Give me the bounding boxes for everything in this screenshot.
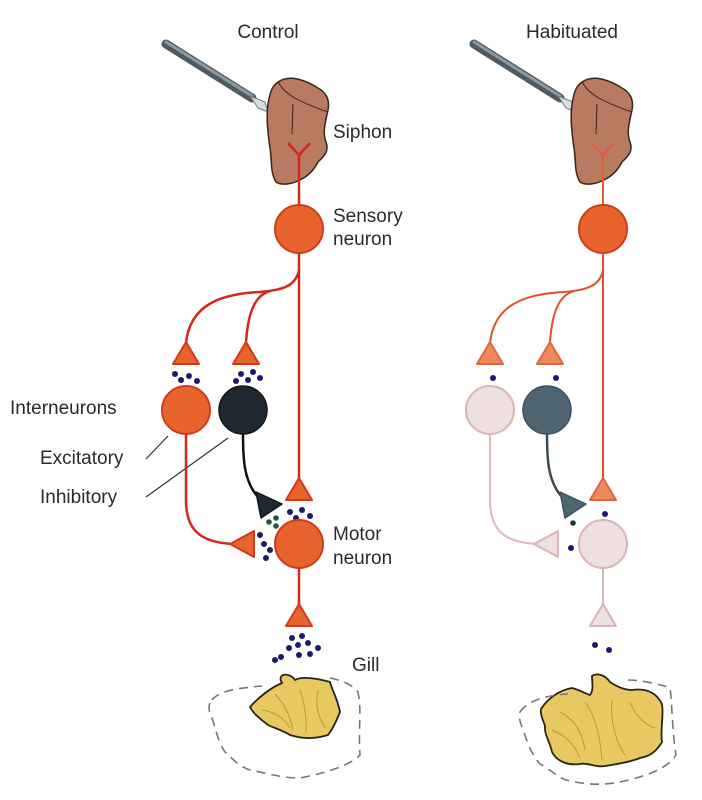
inhibitory-terminal (255, 491, 283, 519)
sensory-axon (184, 253, 301, 480)
gill-outline-dashed (518, 679, 677, 785)
interneurons-label: Interneurons (10, 398, 117, 419)
sensory-label-line1: Sensory (333, 206, 403, 227)
sensory-neuron (274, 204, 324, 254)
vesicles-inhibitory-synapse (266, 515, 279, 529)
inhibitory-axon (241, 433, 258, 497)
inhibitory-interneuron (522, 385, 572, 435)
motor-label-line1: Motor (333, 524, 382, 545)
motor-neuron (274, 519, 324, 569)
excitatory-axon (489, 434, 537, 545)
excitatory-leader-line (145, 435, 169, 460)
vesicles-excitatory (172, 371, 200, 384)
probe-icon (161, 39, 269, 113)
vesicles-inhibitory (233, 369, 263, 384)
motor-terminal (285, 603, 313, 627)
inhibitory-axon (545, 433, 562, 497)
sensory-axon (489, 253, 604, 480)
sensory-label-line2: neuron (333, 229, 392, 250)
vesicle (568, 545, 574, 551)
sensory-terminal-motor (285, 477, 313, 501)
sensory-dendrite (287, 142, 311, 205)
vesicles-motor-gill (272, 633, 321, 663)
excitatory-interneuron (161, 385, 211, 435)
gill-icon (539, 673, 664, 768)
inhibitory-terminal (559, 491, 587, 519)
vesicle (553, 375, 559, 381)
sensory-terminal-inhibitory (536, 341, 564, 365)
sensory-terminal-excitatory (476, 341, 504, 365)
sensory-neuron (578, 204, 628, 254)
inhibitory-interneuron (218, 385, 268, 435)
sensory-terminal-excitatory (172, 341, 200, 365)
excitatory-label: Excitatory (40, 448, 124, 469)
motor-neuron (578, 519, 628, 569)
excitatory-axon (184, 434, 233, 546)
inhibitory-label: Inhibitory (40, 487, 118, 508)
sensory-terminal-inhibitory (232, 341, 260, 365)
excitatory-terminal (533, 530, 559, 558)
sensory-terminal-motor (589, 477, 617, 501)
excitatory-interneuron (465, 385, 515, 435)
motor-terminal (589, 603, 617, 627)
vesicle (490, 375, 496, 381)
gill-outline-dashed (208, 677, 361, 779)
probe-icon (469, 39, 577, 113)
vesicle (606, 647, 612, 653)
siphon-icon (570, 77, 634, 185)
gill-label: Gill (352, 655, 379, 676)
gill-icon (248, 673, 341, 739)
habituated-title: Habituated (526, 22, 618, 43)
vesicles-excitatory-motor (257, 532, 273, 561)
vesicle (602, 511, 608, 517)
siphon-icon (266, 77, 330, 185)
vesicle (592, 642, 598, 648)
vesicle (570, 520, 576, 526)
control-title: Control (237, 22, 298, 43)
control-panel: Control Siphon Sensory neuron (10, 22, 403, 779)
sensory-dendrite (591, 142, 615, 205)
siphon-label: Siphon (333, 122, 392, 143)
excitatory-terminal (229, 530, 255, 558)
habituated-panel: Habituated (465, 22, 677, 785)
motor-label-line2: neuron (333, 548, 392, 569)
